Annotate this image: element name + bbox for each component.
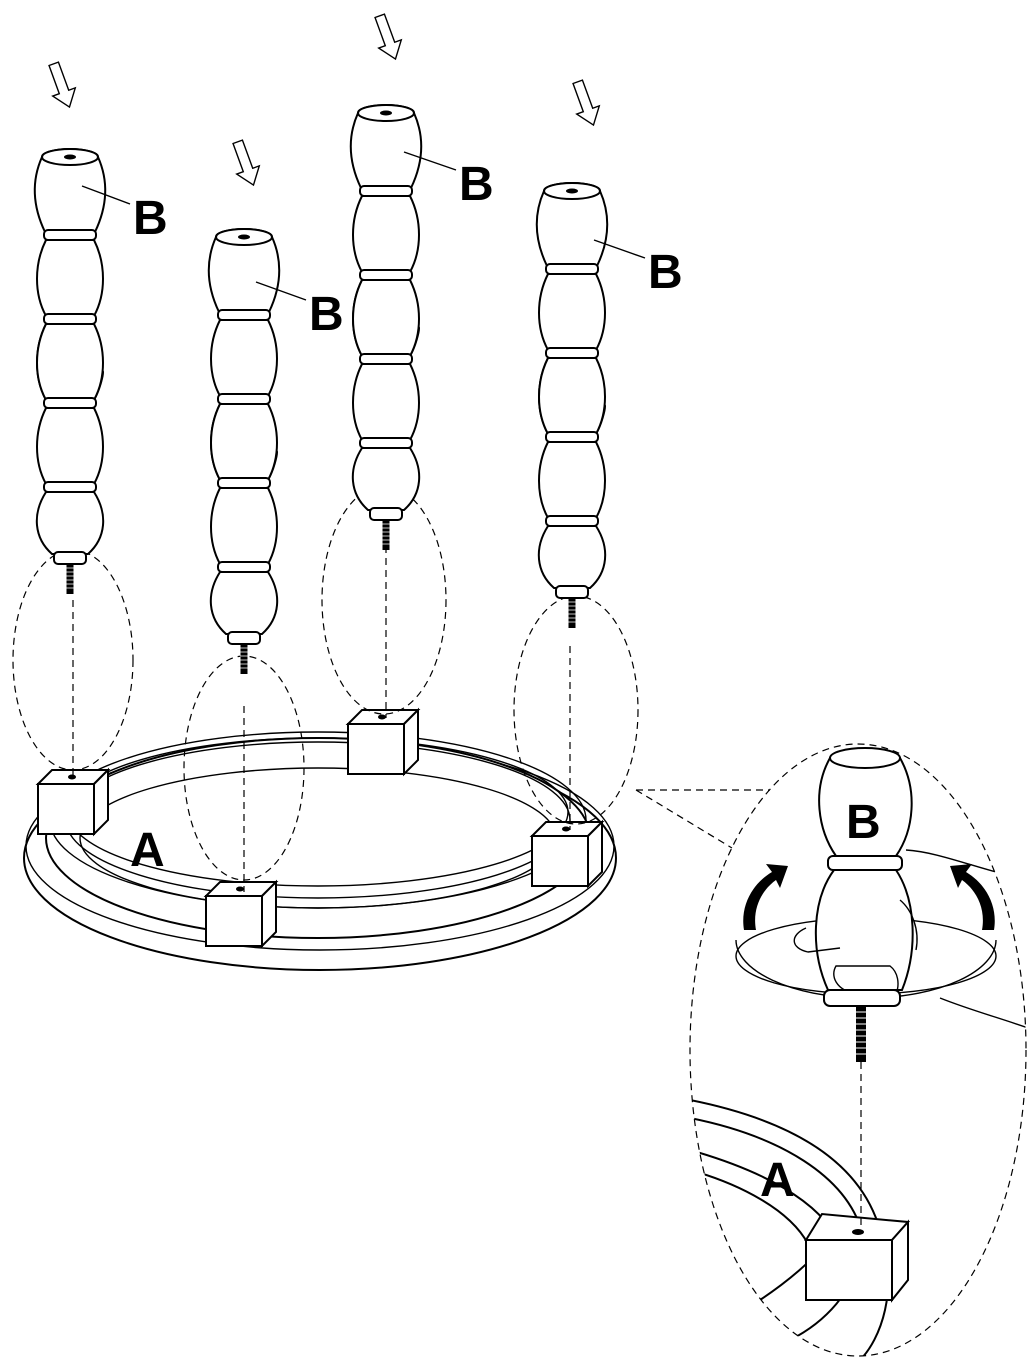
part-a-label: A [130, 824, 165, 877]
down-arrow-icon-4 [565, 77, 606, 130]
down-arrow-icon-1 [41, 59, 82, 112]
leg-2 [207, 228, 281, 675]
leg-1 [33, 148, 107, 595]
corner-block-right [531, 821, 603, 887]
leg-1-label: B [133, 192, 168, 245]
leg-4-label: B [648, 246, 683, 299]
corner-block-front [205, 881, 277, 947]
down-arrow-icon-2 [225, 137, 266, 190]
corner-block-left [37, 769, 109, 835]
leg-4 [535, 182, 609, 629]
detail-part-a-label: A [760, 1154, 795, 1207]
rotate-arrow-icon-right [950, 864, 995, 930]
callout-lines [635, 789, 770, 849]
guide-lines [72, 546, 571, 892]
down-arrow-icon-3 [367, 11, 408, 64]
frame-ring [23, 731, 617, 971]
rotate-arrow-icon-left [743, 864, 788, 930]
leg-2-label: B [309, 288, 344, 341]
leg-3-label: B [459, 158, 494, 211]
corner-block-back [347, 709, 419, 775]
detail-part-b-label: B [846, 796, 881, 849]
leg-3 [349, 104, 423, 551]
detail-view: B A [689, 743, 1027, 1357]
